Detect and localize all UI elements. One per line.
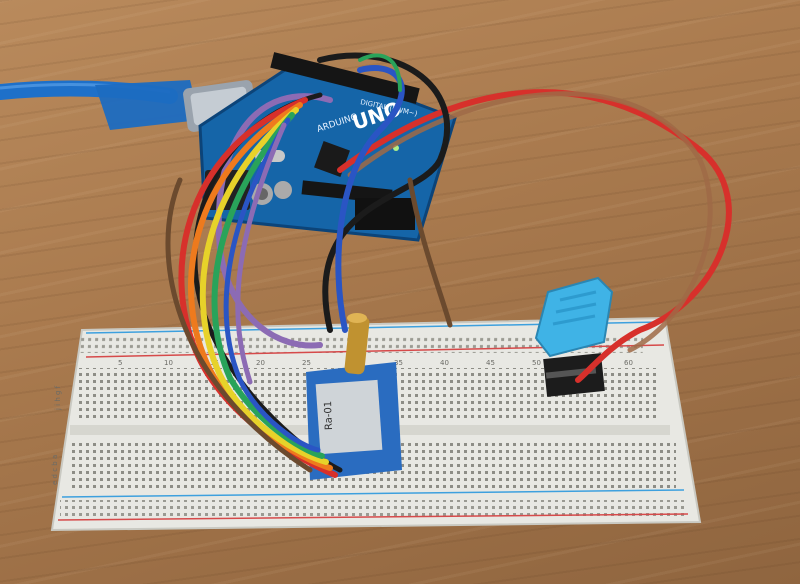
breadboard-column-number: 50 [532,359,541,367]
jumper-wires [165,52,732,478]
breadboard-column-number: 35 [394,359,403,367]
module-label: Ra-01 [323,401,335,431]
breadboard-column-number: 5 [118,359,122,367]
breadboard-column-number: 45 [486,359,495,367]
lora-module: Ra-01 [306,313,402,480]
dht-sensor [534,276,614,397]
breadboard-column-number: 60 [624,359,633,367]
breadboard-column-number: 10 [164,359,173,367]
breadboard-column-number: 20 [256,359,265,367]
breadboard-row-letters-top: j i h g f [54,385,62,411]
breadboard-column-number: 40 [440,359,449,367]
breadboard-row-letters-bottom: e d c b a [51,455,59,485]
breadboard-column-number: 25 [302,359,311,367]
